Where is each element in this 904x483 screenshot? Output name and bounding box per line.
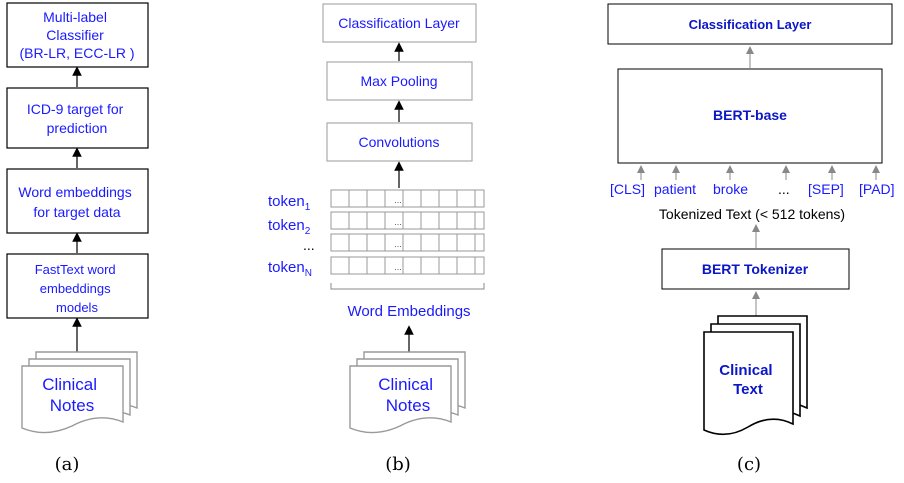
svg-text:ICD-9 target for predict: ICD-9 target for prediction: [27, 101, 127, 136]
token-n-label: tokenN: [268, 259, 312, 279]
caption-c: (c): [737, 454, 761, 475]
token-ellipsis-c: ...: [778, 181, 790, 197]
classification-c-label: Classification Layer: [689, 17, 812, 32]
grid-row-2: [330, 211, 485, 230]
classifier-box: [6, 2, 149, 68]
token-ellipsis: ...: [303, 237, 315, 253]
grid-row-4: [330, 256, 485, 275]
fasttext-line-2: embeddings: [40, 281, 111, 296]
svg-text:FastText word embeddings: FastText word embeddings models: [35, 262, 120, 315]
panel-c: Classification Layer BERT-base [CLS] pat…: [607, 3, 895, 475]
classifier-line-1: Multi-label: [43, 9, 107, 25]
token-sep: [SEP]: [808, 181, 844, 197]
fasttext-line-3: models: [56, 300, 98, 315]
clinical-notes-icon-b: [349, 351, 466, 434]
bert-base-label: BERT-base: [713, 107, 787, 123]
tokenized-text-label: Tokenized Text (< 512 tokens): [659, 206, 845, 222]
fasttext-line-1: FastText word: [35, 262, 116, 277]
panel-a: Multi-label Classifier (BR-LR, ECC-LR ) …: [6, 2, 149, 475]
clinical-text-line-2: Text: [733, 381, 763, 398]
embedding-bracket: [330, 283, 485, 290]
cell-dots-1: ...: [394, 195, 402, 205]
svg-text:Clinical Notes: Clinical Notes: [378, 375, 438, 415]
clinical-notes-icon: [21, 351, 138, 434]
word-emb-line-2: for target data: [33, 204, 120, 220]
notes-a-line-1: Clinical: [42, 375, 97, 394]
svg-text:Multi-label Classifier: Multi-label Classifier (BR-LR, ECC-LR ): [19, 9, 134, 61]
notes-a-line-2: Notes: [50, 396, 94, 415]
caption-b: (b): [385, 454, 411, 475]
grid-row-1: [330, 189, 485, 208]
icd9-target-box: [6, 87, 149, 149]
classification-layer-b: [322, 3, 477, 43]
word-emb-line-1: Word embeddings: [18, 184, 131, 200]
clinical-text-icon: [703, 315, 808, 436]
token-2-label: token2: [268, 217, 311, 237]
classifier-line-2: Classifier: [46, 27, 104, 43]
embedding-grid: [330, 189, 485, 275]
word-embeddings-label: Word Embeddings: [347, 303, 470, 320]
notes-b-line-2: Notes: [386, 396, 430, 415]
classification-b-label: Classification Layer: [338, 15, 460, 31]
max-pooling-label: Max Pooling: [360, 73, 437, 89]
svg-text:Clinical Text: Clinical Text: [719, 362, 777, 398]
bert-tokenizer-label: BERT Tokenizer: [702, 261, 809, 277]
max-pooling-box: [326, 61, 473, 101]
fasttext-box: [6, 253, 149, 319]
cell-dots-3: ...: [394, 239, 402, 249]
classification-layer-c: [607, 3, 893, 45]
grid-row-3: [330, 233, 485, 252]
icd9-line-2: prediction: [47, 120, 108, 136]
convolutions-box: [326, 122, 473, 162]
cell-dots-2: ...: [394, 217, 402, 227]
caption-a: (a): [55, 454, 80, 475]
token-pad: [PAD]: [859, 181, 895, 197]
icd9-line-1: ICD-9 target for: [27, 101, 124, 117]
bert-tokenizer-box: [661, 248, 850, 290]
token-arrows: [637, 165, 880, 180]
token-patient: patient: [654, 181, 696, 197]
token-1-label: token1: [268, 193, 311, 213]
notes-b-line-1: Clinical: [378, 375, 433, 394]
svg-text:Clinical Notes: Clinical Notes: [42, 375, 102, 415]
word-embeddings-box: [6, 168, 149, 234]
svg-text:Word embeddings for targ: Word embeddings for target data: [18, 184, 135, 220]
clinical-text-line-1: Clinical: [719, 362, 772, 379]
bert-base-box: [617, 68, 883, 164]
classifier-line-3: (BR-LR, ECC-LR ): [19, 45, 134, 61]
token-broke: broke: [713, 181, 748, 197]
token-cls: [CLS]: [610, 181, 645, 197]
convolutions-label: Convolutions: [359, 134, 440, 150]
cell-dots-4: ...: [394, 262, 402, 272]
panel-b: Classification Layer Max Pooling Convolu…: [268, 3, 485, 475]
